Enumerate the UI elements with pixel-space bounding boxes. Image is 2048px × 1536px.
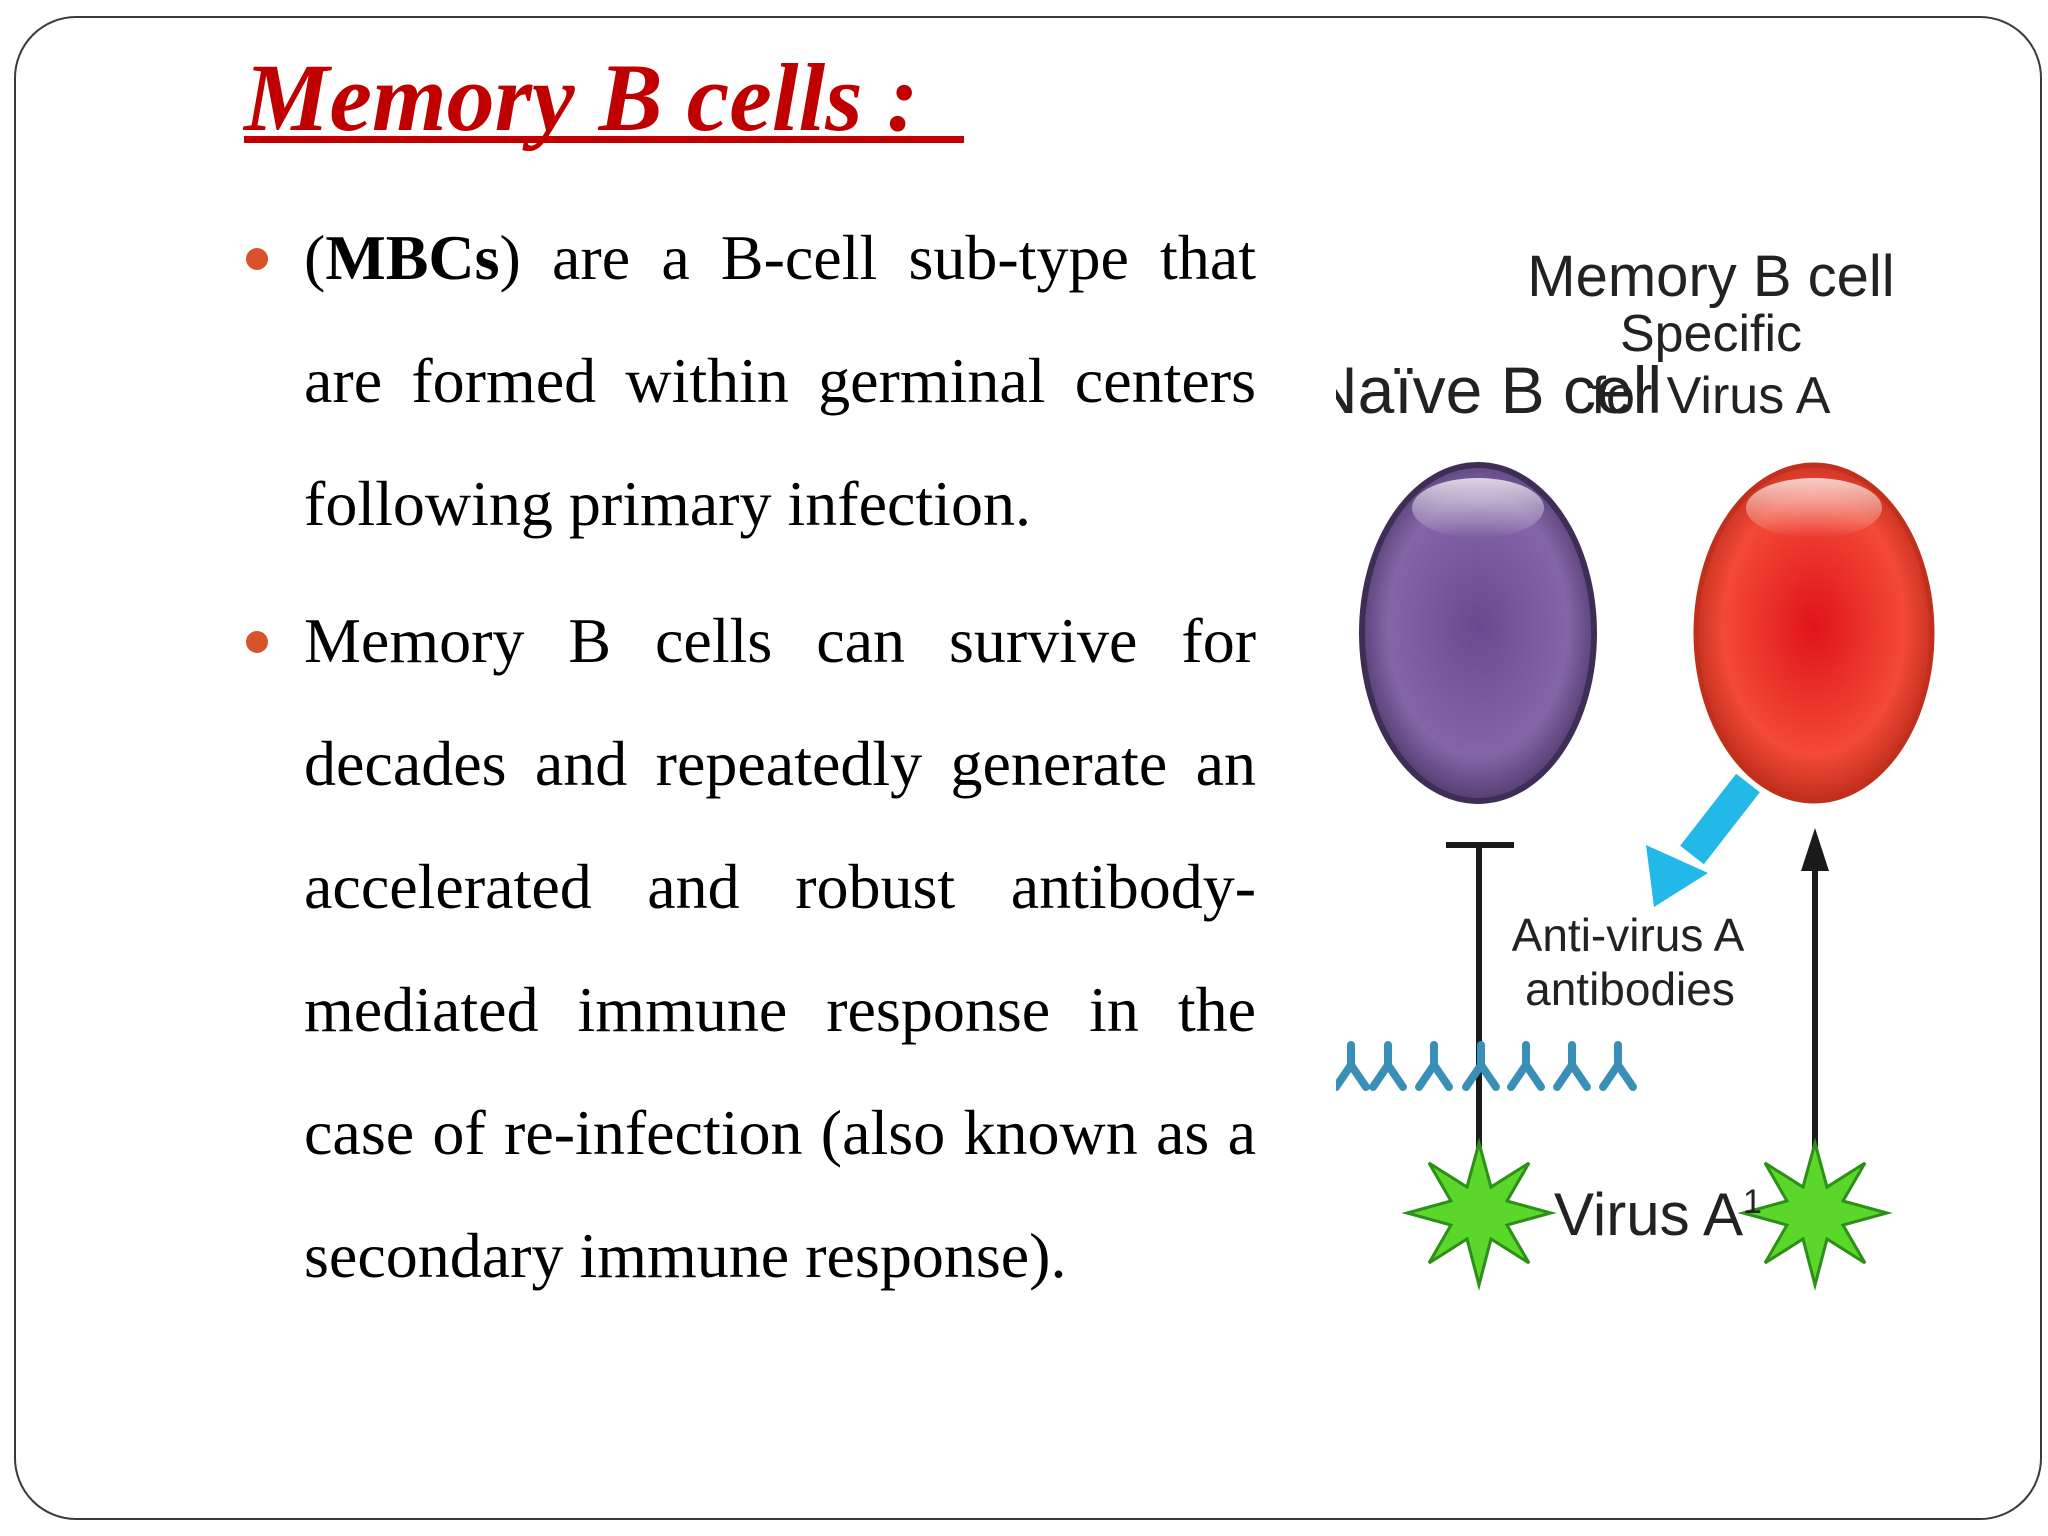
diagram-svg: Memory B cell Specific for Virus A Naïve… — [1336, 244, 1935, 1291]
bullet-dot-icon — [246, 631, 268, 653]
bullet-text: Memory B cells can survive for decades a… — [304, 605, 1256, 1291]
antibody-icon — [1462, 1041, 1500, 1091]
virus-label-superscript: 1 — [1743, 1183, 1762, 1221]
antibody-label-line1: Anti-virus A — [1512, 909, 1745, 961]
bullet-item: Memory B cells can survive for decades a… — [246, 579, 1256, 1317]
bullet-prefix: ( — [304, 222, 326, 293]
memory-b-cell-diagram: Memory B cell Specific for Virus A Naïve… — [1336, 223, 2016, 1518]
virus-label: Virus A1 — [1554, 1181, 1762, 1248]
memory-b-cell — [1693, 462, 1935, 804]
slide-title: Memory B cells : — [244, 44, 919, 151]
bullet-text: (MBCs) are a B-cell sub-type that are fo… — [304, 222, 1256, 539]
bullet-bold-term: MBCs — [325, 222, 500, 293]
virus-icon — [1401, 1137, 1557, 1291]
inhibition-line — [1446, 842, 1514, 1153]
memory-cell-label-line1: Memory B cell — [1527, 244, 1894, 309]
antibody-icon — [1336, 1041, 1370, 1091]
antibody-production-arrow-icon — [1646, 773, 1760, 907]
naive-cell-label: Naïve B cell — [1336, 353, 1662, 427]
slide: Memory B cells : (MBCs) are a B-cell sub… — [14, 16, 2042, 1520]
bullet-rest: ) are a B-cell sub-type that are formed … — [304, 222, 1256, 539]
virus-icon — [1737, 1137, 1893, 1291]
antibody-label-line2: antibodies — [1525, 963, 1735, 1015]
memory-cell-label-line3: for Virus A — [1592, 367, 1831, 425]
bullet-list: (MBCs) are a B-cell sub-type that are fo… — [246, 196, 1256, 1331]
antibodies — [1336, 1041, 1637, 1091]
activation-arrow — [1801, 828, 1829, 1153]
antibody-icon — [1599, 1041, 1637, 1091]
bullet-dot-icon — [246, 248, 268, 270]
bullet-item: (MBCs) are a B-cell sub-type that are fo… — [246, 196, 1256, 565]
naive-b-cell — [1359, 462, 1597, 804]
memory-cell-label-line2: Specific — [1620, 305, 1802, 363]
antibody-icon — [1507, 1041, 1545, 1091]
antibody-icon — [1415, 1041, 1453, 1091]
antibody-icon — [1369, 1041, 1407, 1091]
title-underline — [244, 136, 964, 143]
antibody-icon — [1553, 1041, 1591, 1091]
